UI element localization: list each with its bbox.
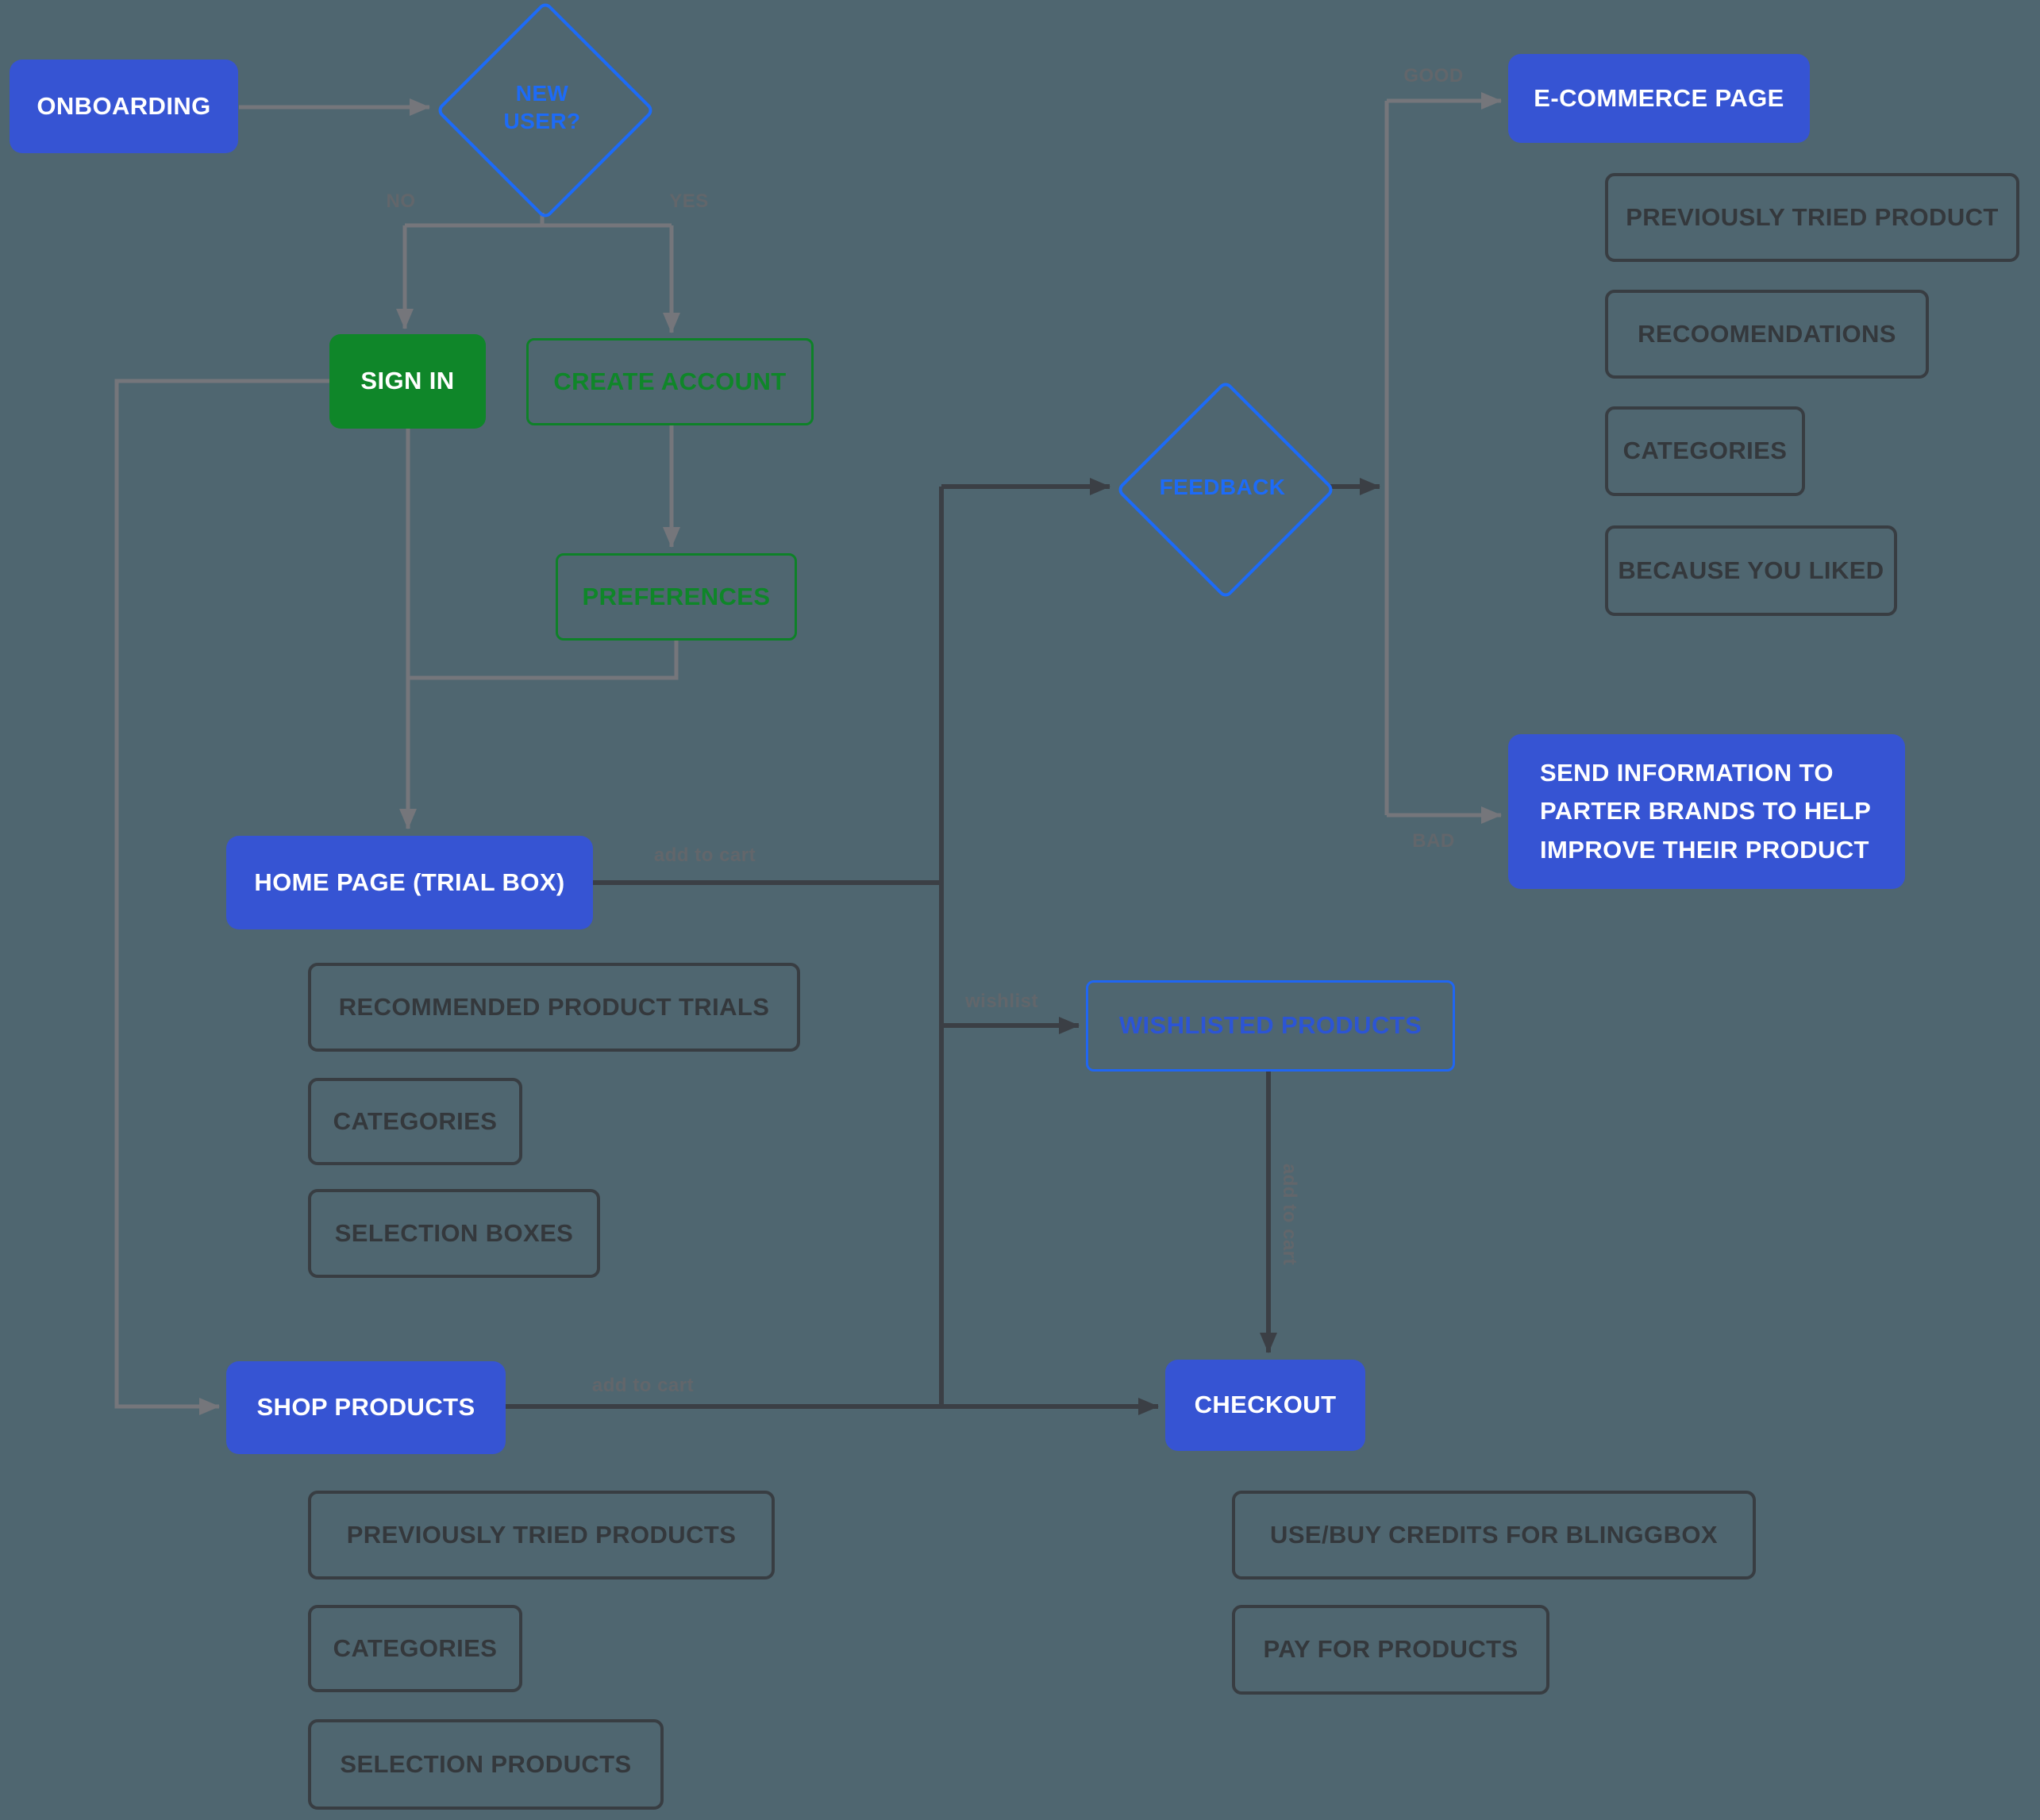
node-recommended-product-trials[interactable]: RECOMMENDED PRODUCT TRIALS (308, 963, 800, 1052)
label-add-to-cart-home: add to cart (653, 845, 756, 866)
node-selection-products[interactable]: SELECTION PRODUCTS (308, 1719, 664, 1810)
node-label: CREATE ACCOUNT (553, 367, 787, 395)
node-onboarding[interactable]: ONBOARDING (10, 60, 238, 153)
node-shop-products[interactable]: SHOP PRODUCTS (226, 1361, 506, 1454)
label-yes: YES (669, 190, 709, 212)
node-sign-in[interactable]: SIGN IN (329, 334, 486, 429)
node-categories-home[interactable]: CATEGORIES (308, 1078, 522, 1165)
node-label: CHECKOUT (1194, 1391, 1337, 1419)
node-label: ONBOARDING (37, 91, 211, 120)
node-label: CATEGORIES (1622, 437, 1788, 465)
node-recoomendations[interactable]: RECOOMENDATIONS (1605, 290, 1929, 379)
node-home-page[interactable]: HOME PAGE (TRIAL BOX) (226, 836, 593, 929)
node-label: SHOP PRODUCTS (256, 1393, 475, 1422)
connector-preferences-merge (408, 640, 679, 680)
node-preferences[interactable]: PREFERENCES (556, 553, 797, 641)
label-no: NO (386, 190, 416, 212)
node-categories-shop[interactable]: CATEGORIES (308, 1605, 522, 1692)
node-label: PREVIOUSLY TRIED PRODUCTS (346, 1520, 737, 1549)
node-use-buy-credits[interactable]: USE/BUY CREDITS FOR BLINGGBOX (1232, 1491, 1756, 1580)
node-pay-for-products[interactable]: PAY FOR PRODUCTS (1232, 1605, 1549, 1695)
node-wishlisted-products[interactable]: WISHLISTED PRODUCTS (1086, 980, 1455, 1072)
node-label: HOME PAGE (TRIAL BOX) (254, 868, 565, 896)
label-bad: BAD (1412, 830, 1455, 852)
node-previously-tried-products[interactable]: PREVIOUSLY TRIED PRODUCTS (308, 1491, 775, 1580)
label-wishlist: wishlist (964, 991, 1039, 1012)
node-new-user-decision[interactable]: NEW USER? (435, 0, 656, 221)
node-label: SEND INFORMATION TO PARTER BRANDS TO HEL… (1540, 759, 1872, 864)
node-label: RECOMMENDED PRODUCT TRIALS (338, 992, 770, 1021)
node-label: SELECTION PRODUCTS (340, 1749, 632, 1778)
node-label: USE/BUY CREDITS FOR BLINGGBOX (1270, 1520, 1718, 1549)
node-label: PREFERENCES (582, 582, 771, 610)
node-label: BECAUSE YOU LIKED (1618, 556, 1884, 584)
node-label: SIGN IN (360, 367, 455, 395)
label-good: GOOD (1403, 65, 1464, 87)
node-label: E-COMMERCE PAGE (1534, 83, 1784, 112)
node-categories-ecommerce[interactable]: CATEGORIES (1605, 406, 1805, 496)
node-label: CATEGORIES (333, 1106, 498, 1135)
node-checkout[interactable]: CHECKOUT (1165, 1360, 1365, 1451)
node-label: PREVIOUSLY TRIED PRODUCT (1626, 202, 1999, 231)
label-add-to-cart-wishlist: add to cart (1279, 1163, 1300, 1266)
node-ecommerce-page[interactable]: E-COMMERCE PAGE (1508, 54, 1810, 143)
node-label: WISHLISTED PRODUCTS (1118, 1011, 1422, 1040)
node-label: RECOOMENDATIONS (1638, 319, 1896, 348)
node-feedback-decision[interactable]: FEEDBACK (1115, 379, 1336, 600)
node-label: NEW USER? (503, 81, 581, 133)
node-selection-boxes[interactable]: SELECTION BOXES (308, 1189, 600, 1278)
node-create-account[interactable]: CREATE ACCOUNT (526, 338, 814, 425)
node-label: CATEGORIES (333, 1633, 498, 1662)
node-label: FEEDBACK (1159, 474, 1286, 499)
node-label: SELECTION BOXES (334, 1218, 574, 1247)
node-send-information[interactable]: SEND INFORMATION TO PARTER BRANDS TO HEL… (1508, 734, 1905, 889)
node-because-you-liked[interactable]: BECAUSE YOU LIKED (1605, 525, 1897, 616)
node-previously-tried-product[interactable]: PREVIOUSLY TRIED PRODUCT (1605, 173, 2019, 262)
node-label: PAY FOR PRODUCTS (1263, 1635, 1518, 1664)
connector-sign-in-loop-to-shop-products (114, 379, 329, 1415)
label-add-to-cart-shop: add to cart (591, 1375, 695, 1396)
